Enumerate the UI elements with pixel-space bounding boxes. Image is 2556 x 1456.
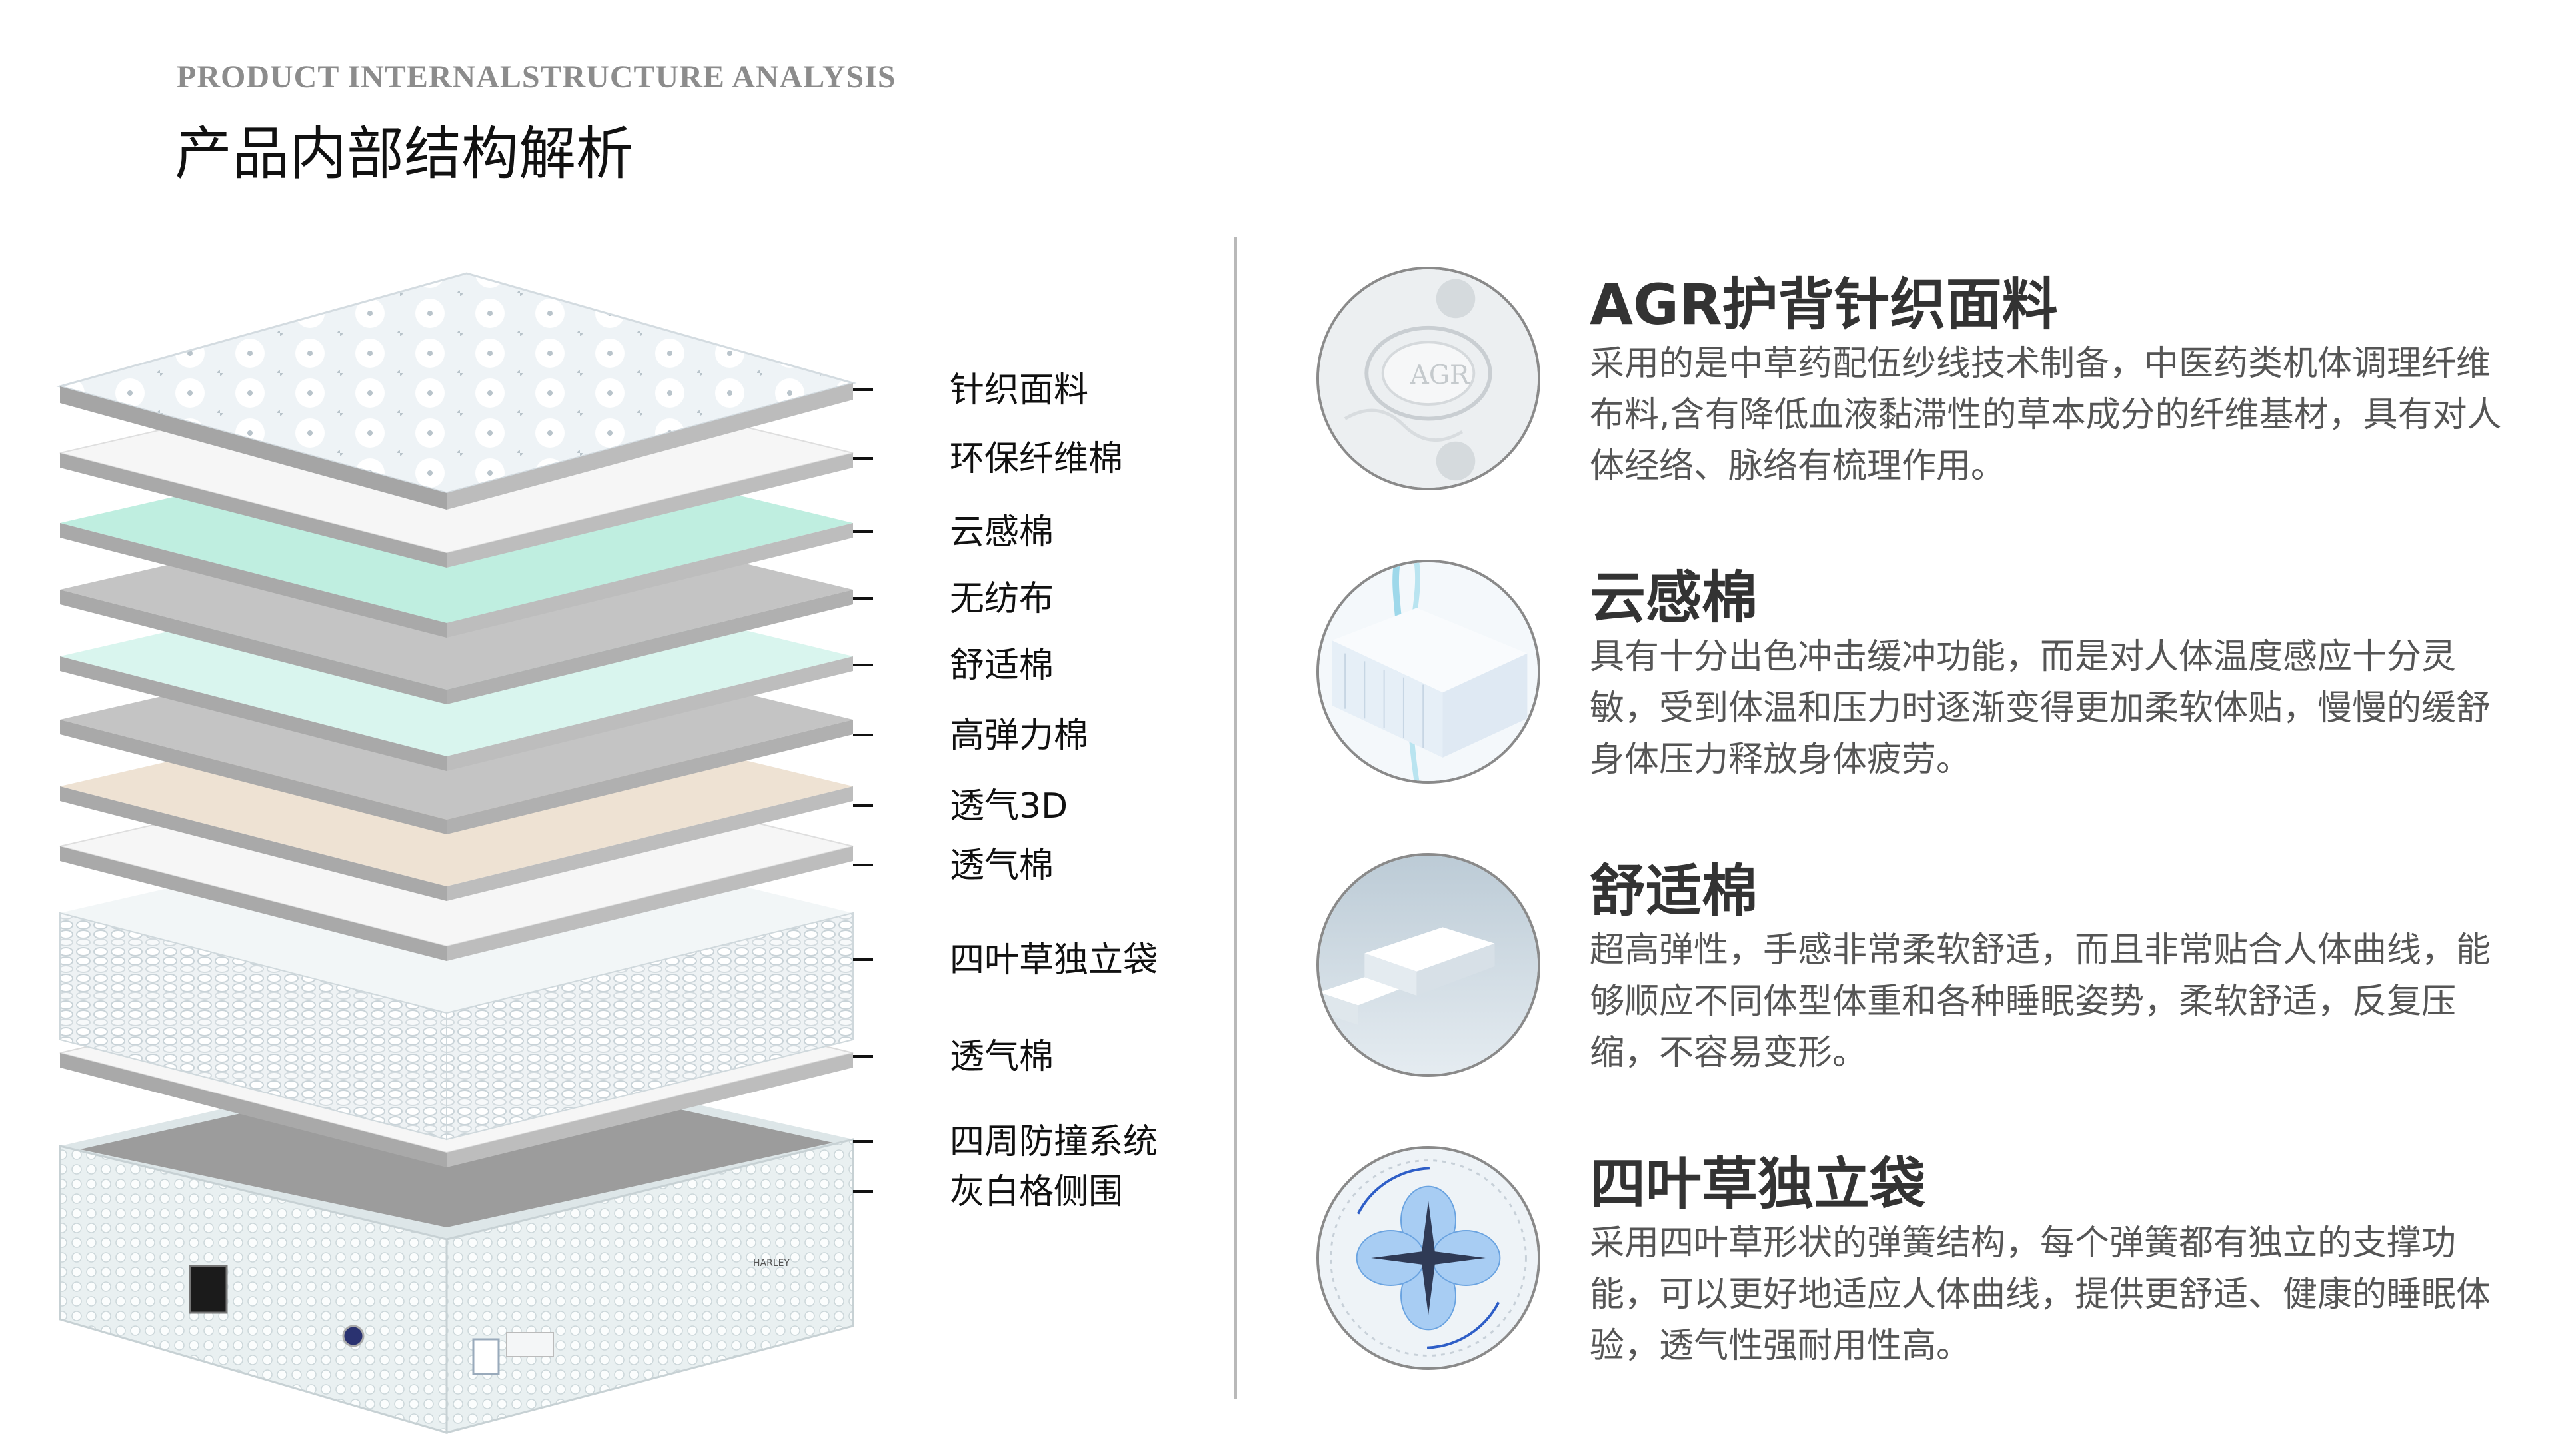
feature-clover-pocket: 四叶草独立袋 采用四叶草形状的弹簧结构，每个弹簧都有独立的支撑功能，可以更好地适… [1316, 1146, 2529, 1426]
feature-description: 具有十分出色冲击缓冲功能，而是对人体温度感应十分灵敏，受到体温和压力时逐渐变得更… [1590, 637, 2491, 780]
feature-description: 采用的是中草药配伍纱线技术制备，中医药类机体调理纤维布料,含有降低血液黏滞性的草… [1590, 344, 2502, 486]
feature-comfort-foam: 舒适棉 超高弹性，手感非常柔软舒适，而且非常贴合人体曲线，能够顺应不同体型体重和… [1316, 853, 2529, 1133]
mattress-layer-diagram: HARLEY [40, 253, 873, 1453]
leader-lines [853, 388, 873, 1193]
feature-description: 超高弹性，手感非常柔软舒适，而且非常贴合人体曲线，能够顺应不同体型体重和各种睡眠… [1590, 930, 2491, 1073]
feature-description: 采用四叶草形状的弹簧结构，每个弹簧都有独立的支撑功能，可以更好地适应人体曲线，提… [1590, 1223, 2491, 1366]
english-title: PRODUCT INTERNALSTRUCTURE ANALYSIS [177, 59, 896, 95]
layer-label-breathable: 透气棉 [950, 846, 1054, 886]
feature-cloud-foam: 云感棉 具有十分出色冲击缓冲功能，而是对人体温度感应十分灵敏，受到体温和压力时逐… [1316, 560, 2529, 840]
clover-pocket-image [1316, 1146, 1540, 1370]
feature-title: 舒适棉 [1590, 858, 1758, 924]
layer-label-cloud: 云感棉 [950, 512, 1054, 552]
vertical-divider [1234, 237, 1237, 1399]
layer-label-knitted-fabric: 针织面料 [950, 370, 1089, 410]
feature-title: AGR护背针织面料 [1590, 272, 2058, 337]
page-title: 产品内部结构解析 [175, 121, 633, 187]
layer-label-breathable-bottom: 透气棉 [950, 1037, 1054, 1077]
layer-label-eco-fiber: 环保纤维棉 [950, 439, 1124, 479]
feature-title: 四叶草独立袋 [1590, 1151, 1926, 1217]
mattress-badge: HARLEY [753, 1258, 790, 1269]
layer-knitted-fabric [56, 272, 857, 510]
layer-label-side-surround: 灰白格侧围 [950, 1172, 1124, 1212]
comfort-foam-image [1316, 853, 1540, 1077]
layer-label-anti-collision: 四周防撞系统 [950, 1122, 1158, 1162]
svg-text:AGR: AGR [1410, 361, 1470, 390]
layer-label-pocket-springs: 四叶草独立袋 [950, 940, 1158, 980]
layer-label-breathable-3d: 透气3D [950, 786, 1068, 826]
feature-agr-fabric: AGR AGR护背针织面料 采用的是中草药配伍纱线技术制备，中医药类机体调理纤维… [1316, 267, 2529, 546]
layer-label-comfort: 舒适棉 [950, 646, 1054, 686]
cloud-foam-image [1316, 560, 1540, 784]
feature-title: 云感棉 [1590, 565, 1758, 630]
layer-label-high-elastic: 高弹力棉 [950, 716, 1089, 756]
layer-label-non-woven: 无纺布 [950, 579, 1054, 619]
agr-fabric-image: AGR [1316, 267, 1540, 490]
